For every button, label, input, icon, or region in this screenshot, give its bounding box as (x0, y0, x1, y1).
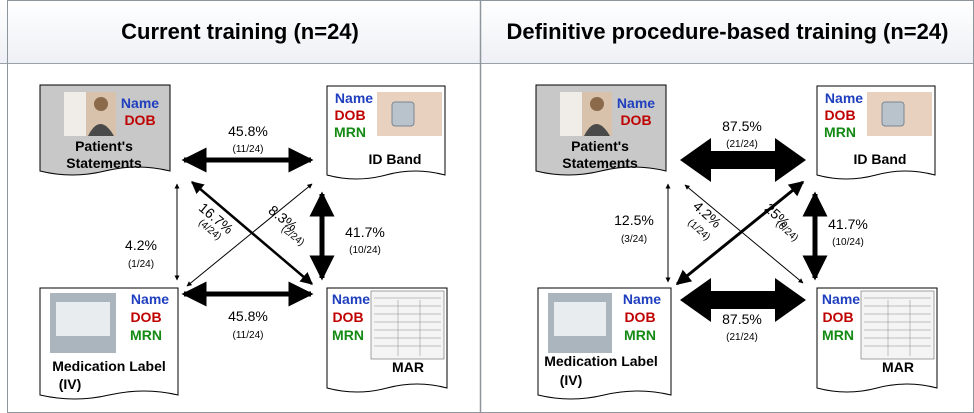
node-mar-2: Name DOB MRN MAR (816, 287, 938, 393)
idband-dob-field: DOB (334, 107, 365, 123)
edge-right-frac: (10/24) (349, 245, 381, 256)
patient-label-line2: Statements (66, 155, 142, 171)
med-label-line2-2: (IV) (560, 372, 583, 388)
edge-diag2-pct-2: 25% (762, 200, 794, 231)
iv-bag-photo-2 (548, 293, 612, 353)
idband-mrn-field-2: MRN (824, 124, 856, 140)
edge-left-current: 4.2% (1/24) (125, 183, 180, 281)
mar-form-image-2 (860, 290, 935, 360)
patient-name-field: Name (121, 95, 159, 111)
edge-bottom-current: 45.8% (11/24) (181, 281, 314, 341)
edge-top-current: 45.8% (11/24) (181, 123, 314, 173)
med-dob-field: DOB (130, 309, 161, 325)
idband-dob-field-2: DOB (824, 107, 855, 123)
wristband-photo (377, 92, 442, 136)
edge-top-frac: (11/24) (233, 144, 264, 155)
panel-title-current: Current training (n=24) (0, 0, 480, 64)
edge-bottom-frac-2: (21/24) (726, 332, 758, 343)
mar-label: MAR (392, 359, 424, 375)
med-name-field-2: Name (623, 291, 661, 307)
idband-mrn-field: MRN (334, 124, 366, 140)
node-id-band: Name DOB MRN ID Band (326, 85, 446, 180)
node-mar: Name DOB MRN MAR (326, 287, 448, 393)
edge-diag1-pct: 16.7% (196, 199, 237, 237)
med-dob-field-2: DOB (624, 309, 655, 325)
mar-label-2: MAR (882, 359, 914, 375)
edge-diag2-frac: (2/24) (279, 224, 306, 249)
panel-current: Name DOB Patient's Statements Name DOB M… (39, 84, 448, 400)
edge-diag1-frac-2: (1/24) (685, 217, 712, 243)
med-label-line1: Medication Label (52, 358, 166, 374)
med-mrn-field: MRN (130, 327, 162, 343)
edge-diag2-frac-2: (6/24) (773, 218, 800, 244)
wristband-photo-2 (867, 92, 932, 136)
edge-diag-patient-mar-definitive: 4.2% (1/24) (684, 184, 804, 284)
mar-form-image (370, 290, 445, 360)
med-mrn-field-2: MRN (624, 327, 656, 343)
edge-bottom-pct-2: 87.5% (722, 311, 762, 327)
patient-label-line2-2: Statements (562, 155, 638, 171)
node-medication-label-2: Name DOB MRN Medication Label (IV) (537, 287, 672, 400)
patient-label-line1: Patient's (75, 138, 133, 154)
mar-name-field-2: Name (822, 291, 860, 307)
mar-name-field: Name (332, 291, 370, 307)
edge-bottom-frac: (11/24) (233, 330, 264, 341)
edge-right-current: 41.7% (10/24) (309, 191, 385, 281)
patient-photo-2 (560, 92, 612, 136)
patient-label-line1-2: Patient's (571, 138, 629, 154)
panel-definitive: Name DOB Patient's Statements Name DOB M… (535, 84, 938, 400)
idband-label: ID Band (369, 151, 422, 167)
edge-top-frac-2: (21/24) (726, 139, 758, 150)
edge-diag1-frac: (4/24) (196, 217, 223, 242)
patient-photo (64, 92, 116, 136)
edge-top-definitive: 87.5% (21/24) (680, 118, 806, 182)
patient-name-field-2: Name (617, 95, 655, 111)
edge-diag2-pct: 8.3% (266, 202, 301, 234)
edge-right-pct: 41.7% (345, 224, 385, 240)
node-id-band-2: Name DOB MRN ID Band (816, 85, 936, 180)
med-label-line1-2: Medication Label (544, 353, 658, 369)
mar-mrn-field-2: MRN (822, 327, 854, 343)
edge-top-pct: 45.8% (228, 123, 268, 139)
iv-bag-photo (50, 293, 116, 353)
mar-mrn-field: MRN (332, 327, 364, 343)
mar-dob-field-2: DOB (822, 309, 853, 325)
node-patient-statements: Name DOB Patient's Statements (39, 84, 171, 176)
edge-top-pct-2: 87.5% (722, 118, 762, 134)
idband-label-2: ID Band (854, 151, 907, 167)
edge-diag-patient-mar-current: 16.7% (4/24) (191, 181, 313, 285)
node-patient-statements-2: Name DOB Patient's Statements (535, 84, 667, 176)
panel-title-definitive: Definitive procedure-based training (n=2… (481, 0, 974, 64)
edge-bottom-definitive: 87.5% (21/24) (680, 278, 806, 343)
edge-right-definitive: 41.7% (10/24) (802, 191, 868, 281)
edge-left-definitive: 12.5% (3/24) (614, 183, 671, 283)
edge-left-pct: 4.2% (125, 237, 157, 253)
patient-dob-field: DOB (124, 112, 155, 128)
mar-dob-field: DOB (332, 309, 363, 325)
edge-diag-idband-med-definitive: 25% (6/24) (675, 180, 805, 286)
med-name-field: Name (131, 291, 169, 307)
edge-left-pct-2: 12.5% (614, 212, 654, 228)
node-medication-label: Name DOB MRN Medication Label (IV) (39, 287, 179, 400)
idband-name-field: Name (335, 90, 373, 106)
edge-left-frac-2: (3/24) (621, 234, 647, 245)
med-label-line2: (IV) (59, 376, 82, 392)
edge-bottom-pct: 45.8% (228, 308, 268, 324)
idband-name-field-2: Name (825, 90, 863, 106)
edge-right-frac-2: (10/24) (832, 237, 864, 248)
edge-left-frac: (1/24) (128, 259, 154, 270)
edge-right-pct-2: 41.7% (828, 216, 868, 232)
patient-dob-field-2: DOB (620, 112, 651, 128)
edge-diag1-pct-2: 4.2% (690, 198, 724, 231)
edge-diag-idband-med-current: 8.3% (2/24) (186, 183, 313, 287)
